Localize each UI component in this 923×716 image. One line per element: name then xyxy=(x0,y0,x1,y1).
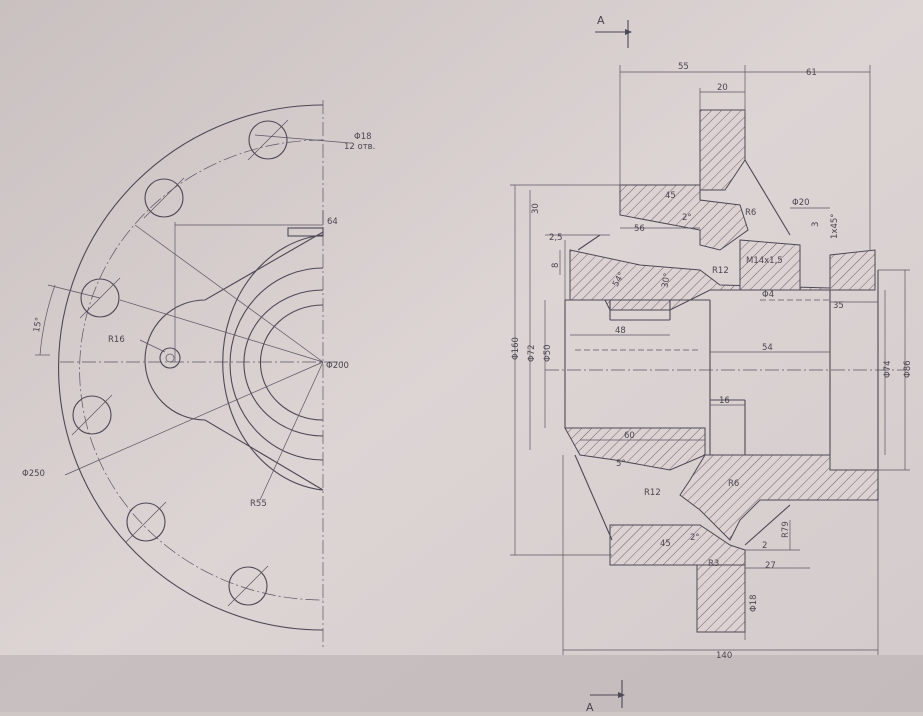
dim-60: 60 xyxy=(624,431,635,441)
dim-48: 48 xyxy=(615,326,626,336)
dim-30: 30 xyxy=(531,203,541,214)
bore-arc xyxy=(259,304,324,421)
bolt-hole-1 xyxy=(248,120,288,160)
bolt-hole-6 xyxy=(228,566,268,606)
section-label-bottom: A xyxy=(586,701,594,712)
dim-250: Φ250 xyxy=(22,469,45,479)
paper-shadow-bottom xyxy=(0,655,923,712)
section-view xyxy=(510,20,910,708)
dim-140: 140 xyxy=(716,651,732,661)
dim-20-boss: Φ20 xyxy=(792,198,810,208)
dim-thread: M14x1,5 xyxy=(746,256,783,266)
leader-18 xyxy=(254,134,351,144)
dim-20: 20 xyxy=(717,83,728,93)
leader-250 xyxy=(64,361,324,476)
bolt-hole-4 xyxy=(72,395,112,435)
dim-18-bottom: Φ18 xyxy=(749,594,759,612)
bolt-hole-5 xyxy=(126,502,166,542)
dim-2-5: 2,5 xyxy=(549,233,563,243)
dim-64: 64 xyxy=(327,217,338,227)
leader-r16 xyxy=(139,339,166,353)
dim-45-top: 45 xyxy=(665,191,676,201)
flange-top-section xyxy=(699,109,746,191)
labels: A A Φ18 12 отв. 64 R16 Φ200 Φ250 R55 15°… xyxy=(22,14,913,714)
lug-hole xyxy=(159,347,181,369)
hub-arc-3 xyxy=(243,289,324,437)
dim-r6-top: R6 xyxy=(745,208,756,218)
dim-r6-bottom: R6 xyxy=(728,479,739,489)
bolt-hole-2 xyxy=(144,178,184,218)
dim-18: Φ18 xyxy=(354,132,372,142)
dim-r12-top: R12 xyxy=(712,266,729,276)
dim-8: 8 xyxy=(551,263,561,268)
front-half-view xyxy=(35,100,351,650)
bolt-hole-3 xyxy=(80,278,120,318)
dim-72: Φ72 xyxy=(527,344,537,362)
flange-outer-arc xyxy=(57,104,324,631)
radial-line-1 xyxy=(134,224,324,363)
flange-bottom-section xyxy=(696,564,746,633)
dim-chamfer: 1x45° xyxy=(830,213,840,239)
dim-50: Φ50 xyxy=(543,344,553,362)
dim-r16: R16 xyxy=(108,335,125,345)
dim-16: 16 xyxy=(719,396,730,406)
dim-27: 27 xyxy=(765,561,776,571)
section-label-top: A xyxy=(597,14,605,27)
angle-arc-15 xyxy=(39,284,56,356)
dim-61: 61 xyxy=(806,68,817,78)
dim-55: 55 xyxy=(678,62,689,72)
hub-arc-2 xyxy=(229,267,324,461)
dim-74: Φ74 xyxy=(883,360,893,378)
bolt-circle-arc xyxy=(79,139,324,601)
dim-200: Φ200 xyxy=(326,361,349,371)
hub-arc-1 xyxy=(222,234,324,491)
dim-2: 2 xyxy=(762,541,767,551)
hub-bottom-section xyxy=(564,427,706,471)
dim-15deg: 15° xyxy=(32,317,44,334)
web-bottom-section xyxy=(679,454,879,541)
dim-4: Φ4 xyxy=(762,290,774,300)
dim-56: 56 xyxy=(634,224,645,234)
dim-45-bottom: 45 xyxy=(660,539,671,549)
lug-top-step xyxy=(287,227,324,237)
triangular-lug xyxy=(144,231,324,491)
lug-hole-center xyxy=(165,353,175,363)
dim-3: 3 xyxy=(811,222,821,227)
dim-160: Φ160 xyxy=(511,337,521,360)
web-top-section xyxy=(619,184,749,251)
dim-54: 54 xyxy=(762,343,773,353)
dim-r3: R3 xyxy=(708,559,719,569)
dim-r12-bottom: R12 xyxy=(644,488,661,498)
leader-r55 xyxy=(259,361,324,501)
dim-5deg: 5° xyxy=(616,459,626,469)
dim-2deg-top: 2° xyxy=(682,213,692,223)
hub-top-section xyxy=(569,249,876,311)
dim-35: 35 xyxy=(833,301,844,311)
boss-top-section xyxy=(739,239,801,291)
dim-r55: R55 xyxy=(250,499,267,509)
dim-2deg-bottom: 2° xyxy=(690,533,700,543)
dim-86: Φ86 xyxy=(903,360,913,378)
cone-bottom-line xyxy=(574,454,613,541)
dim-r79: R79 xyxy=(781,521,791,538)
bolt-holes xyxy=(71,119,289,607)
dim-30deg: 30° xyxy=(660,272,672,289)
radial-line-2 xyxy=(119,299,324,363)
dim-12-holes: 12 отв. xyxy=(344,142,375,152)
